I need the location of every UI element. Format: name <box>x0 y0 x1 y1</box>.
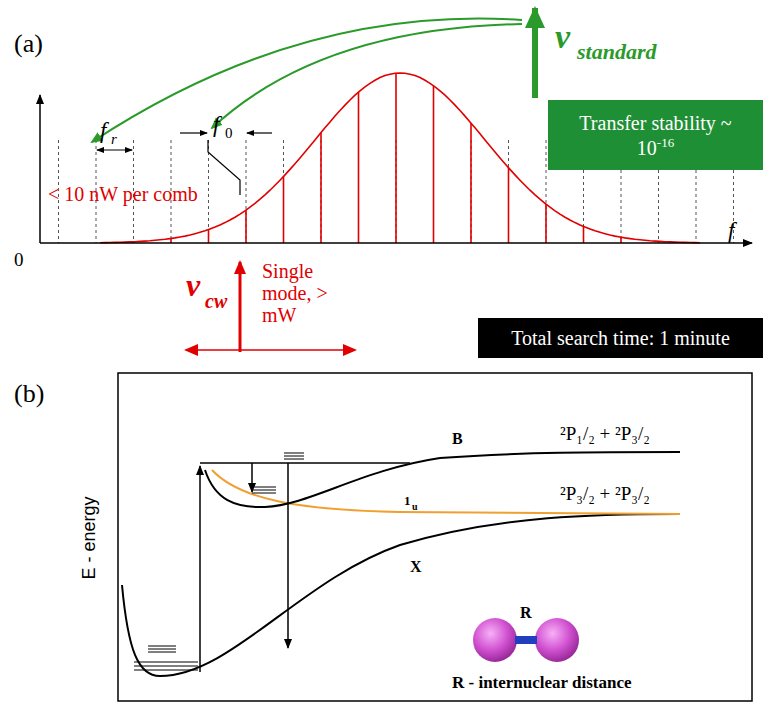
symbol-letter: f <box>213 112 219 137</box>
asymptote-label: ²P₃/₂ + ²P₃/₂ <box>560 484 650 505</box>
laser-note: Single mode, > mW <box>262 260 362 326</box>
symbol-letter: f <box>100 118 106 143</box>
state-label: X <box>410 558 422 576</box>
panel-letter: (a) <box>14 30 43 59</box>
symbol-subscript: standard <box>577 40 656 64</box>
box-text: Total search time: 1 minute <box>511 326 730 350</box>
stability-box: Transfer stability ~ 10-16 <box>548 100 763 170</box>
box-text: Total search time: 1 minute <box>511 327 730 349</box>
exponent: -16 <box>657 135 674 150</box>
frequency-symbol: ν <box>555 18 570 55</box>
power-note: < 10 nW per comb <box>48 183 198 205</box>
axis-origin: 0 <box>14 250 24 271</box>
box-text: Transfer stability ~ 10 <box>579 112 731 159</box>
panel-letter: (b) <box>14 380 44 409</box>
box-text: Transfer stability ~ 10-16 <box>570 111 742 160</box>
asymptote-label: ²P₁/₂ + ²P₃/₂ <box>560 424 650 445</box>
axis-label: f <box>728 218 734 243</box>
state-subscript: u <box>412 501 418 512</box>
axis-label: E - energy <box>80 478 100 598</box>
symbol-subscript: cw <box>205 290 227 312</box>
symbol-subscript: r <box>111 131 117 148</box>
search-time-box: Total search time: 1 minute <box>478 318 763 358</box>
state-label: 1 <box>404 494 411 508</box>
frequency-symbol: ν <box>186 268 200 303</box>
state-label: B <box>452 430 463 448</box>
distance-symbol: R <box>520 604 532 622</box>
axis-label: R - internuclear distance <box>452 674 632 693</box>
symbol-subscript: 0 <box>225 125 233 142</box>
